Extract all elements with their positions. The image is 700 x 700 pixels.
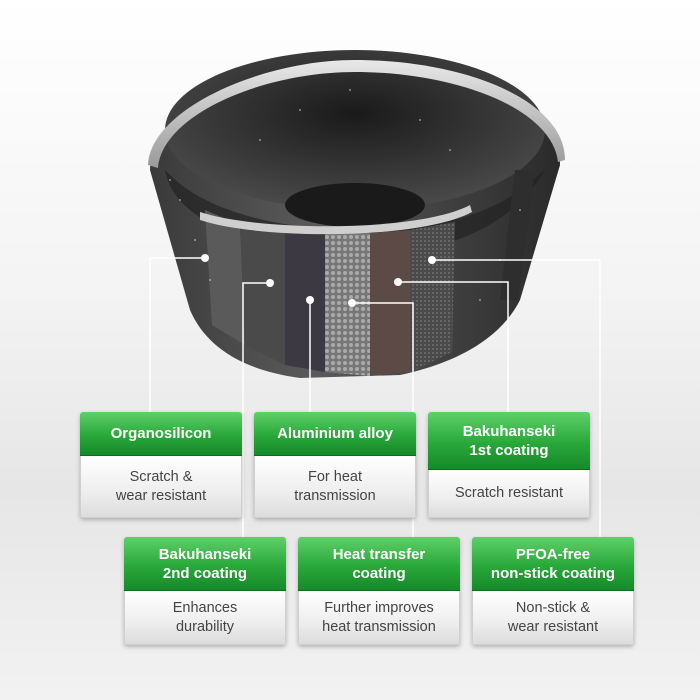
card-pfoa-free: PFOA-free non-stick coating Non-stick & … bbox=[472, 537, 634, 645]
card-description: For heat transmission bbox=[254, 456, 416, 518]
card-title: PFOA-free non-stick coating bbox=[472, 537, 634, 591]
leader-dots bbox=[201, 254, 436, 307]
card-description: Non-stick & wear resistant bbox=[472, 591, 634, 645]
card-title: Organosilicon bbox=[80, 412, 242, 456]
card-title: Bakuhanseki 2nd coating bbox=[124, 537, 286, 591]
card-description: Scratch & wear resistant bbox=[80, 456, 242, 518]
card-title: Aluminium alloy bbox=[254, 412, 416, 456]
leader-lines bbox=[149, 257, 601, 540]
card-title: Heat transfer coating bbox=[298, 537, 460, 591]
card-description: Enhances durability bbox=[124, 591, 286, 645]
card-bakuhanseki-1st: Bakuhanseki 1st coating Scratch resistan… bbox=[428, 412, 590, 518]
card-title: Bakuhanseki 1st coating bbox=[428, 412, 590, 470]
card-heat-transfer: Heat transfer coating Further improves h… bbox=[298, 537, 460, 645]
card-bakuhanseki-2nd: Bakuhanseki 2nd coating Enhances durabil… bbox=[124, 537, 286, 645]
card-aluminium-alloy: Aluminium alloy For heat transmission bbox=[254, 412, 416, 518]
pot-interior bbox=[165, 50, 545, 210]
pot-rim bbox=[148, 60, 565, 168]
card-organosilicon: Organosilicon Scratch & wear resistant bbox=[80, 412, 242, 518]
card-description: Scratch resistant bbox=[428, 470, 590, 518]
card-description: Further improves heat transmission bbox=[298, 591, 460, 645]
